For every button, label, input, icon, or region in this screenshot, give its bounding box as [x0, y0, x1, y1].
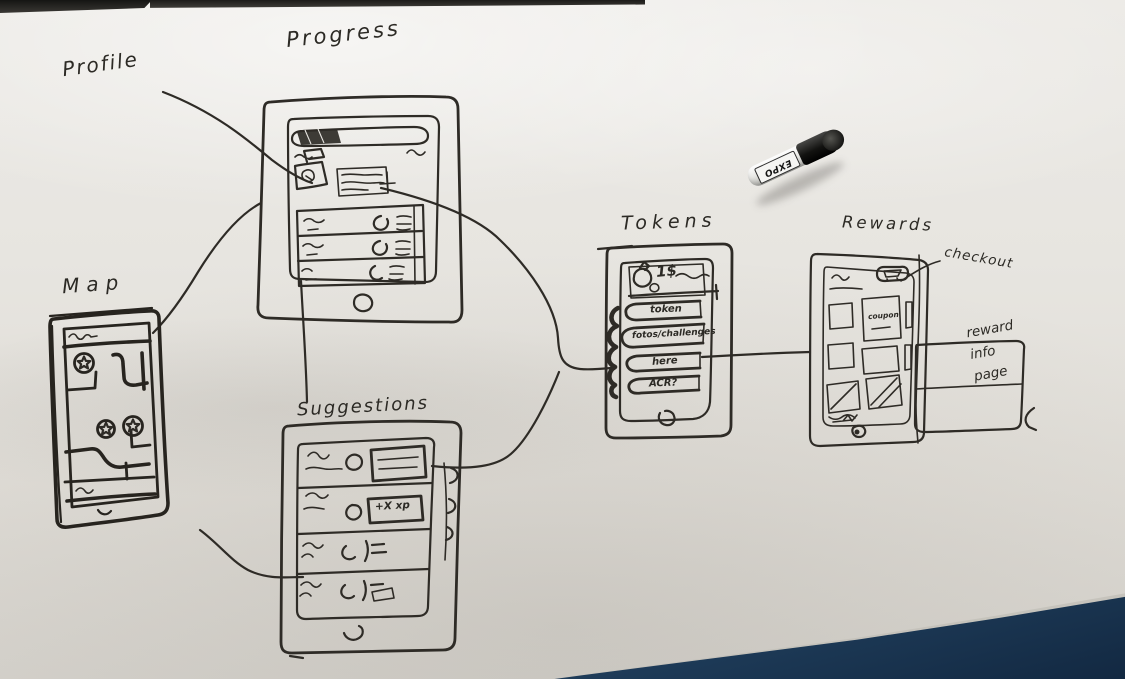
progress-bar — [290, 125, 430, 148]
phone-screen — [822, 266, 915, 427]
text-squiggle — [75, 487, 94, 494]
star-badge-icon — [96, 419, 116, 439]
text-squiggle — [675, 272, 710, 280]
flow-lines — [151, 90, 1038, 579]
phone-map — [48, 306, 170, 529]
star-badge-icon — [73, 352, 95, 374]
reward-card — [827, 342, 855, 370]
token-balance-text: 1$ — [655, 261, 678, 281]
token-item-text: ACR? — [648, 377, 678, 390]
connector-brackets — [444, 466, 459, 542]
xp-badge-text: +X xp — [374, 499, 411, 513]
reward-card — [905, 301, 913, 329]
phone-screen — [62, 321, 160, 509]
home-button-icon — [851, 424, 867, 439]
token-list-item — [627, 374, 701, 395]
phone-frame — [256, 94, 464, 324]
profile-text-block — [336, 166, 396, 197]
flow-suggestions-to-tokens — [430, 370, 561, 469]
map-footer — [63, 475, 157, 503]
header-underline — [627, 283, 720, 301]
reward-card — [904, 344, 912, 371]
token-item-text: token — [649, 303, 683, 316]
flow-tokens-to-rewards — [700, 350, 812, 359]
background-edge-top-middle — [150, 0, 645, 8]
text-squiggle — [828, 414, 858, 423]
selected-card — [369, 444, 428, 483]
phone-frame-sketch-line — [48, 306, 154, 524]
reward-card — [865, 374, 903, 410]
list-row — [302, 239, 411, 256]
map-header — [62, 333, 152, 349]
reward-grid — [826, 295, 913, 423]
xp-badge-box — [366, 494, 425, 525]
phone-frame — [808, 252, 930, 448]
token-list-item — [620, 322, 706, 349]
phone-screen — [295, 436, 436, 621]
token-list-item — [624, 299, 703, 322]
phone-progress — [256, 94, 464, 324]
home-button-icon — [352, 293, 374, 313]
suggestion-row — [303, 492, 425, 525]
flow-map-to-suggestions — [198, 528, 305, 579]
phone-frame — [604, 242, 734, 440]
suggestion-row — [299, 579, 395, 602]
flow-profile-to-progress — [161, 90, 314, 185]
phone-screen — [618, 257, 715, 423]
phone-tokens — [596, 242, 734, 440]
progress-bar-fill — [297, 129, 341, 145]
avatar-icon — [293, 147, 329, 191]
list-row — [303, 214, 412, 231]
phone-frame-sketch-line — [596, 244, 634, 251]
flow-progress-to-tokens — [379, 186, 613, 371]
list-row — [301, 264, 405, 281]
phone-suggestions — [279, 419, 463, 660]
token-list — [606, 299, 706, 400]
phone-frame — [279, 419, 463, 655]
progress-list — [295, 203, 427, 288]
row-dividers — [295, 481, 434, 576]
star-badge-icon — [122, 415, 144, 437]
text-squiggle — [68, 333, 98, 341]
cart-icon — [875, 265, 910, 283]
money-bag-icon — [632, 260, 660, 293]
flow-progress-to-map — [151, 201, 263, 335]
reward-card — [861, 345, 900, 375]
flow-progress-to-suggestions — [299, 279, 309, 404]
text-squiggle — [406, 149, 426, 156]
text-squiggle — [829, 274, 863, 290]
reward-info-popup — [913, 339, 1026, 434]
flow-reward-info-arrow — [1024, 406, 1038, 432]
sketch-tick — [288, 654, 305, 660]
token-list-item — [625, 351, 702, 373]
phone-rewards — [808, 252, 1026, 448]
reward-card — [828, 302, 854, 330]
token-item-text: here — [651, 355, 678, 368]
label-rewards: Rewards — [841, 212, 935, 235]
token-balance-header — [627, 260, 720, 301]
home-button-icon — [342, 624, 364, 641]
label-tokens: Tokens — [620, 209, 717, 235]
home-button-icon — [96, 508, 113, 516]
home-button-icon — [657, 409, 676, 427]
suggestion-row — [301, 539, 388, 563]
list-bracket-spine — [606, 305, 621, 400]
map-paths — [64, 351, 152, 481]
phone-frame — [48, 309, 170, 529]
reward-card — [826, 380, 861, 414]
coupon-card — [861, 295, 902, 342]
label-map: Map — [61, 269, 126, 299]
connector-brackets-line — [443, 462, 448, 561]
suggestion-row — [305, 444, 428, 483]
